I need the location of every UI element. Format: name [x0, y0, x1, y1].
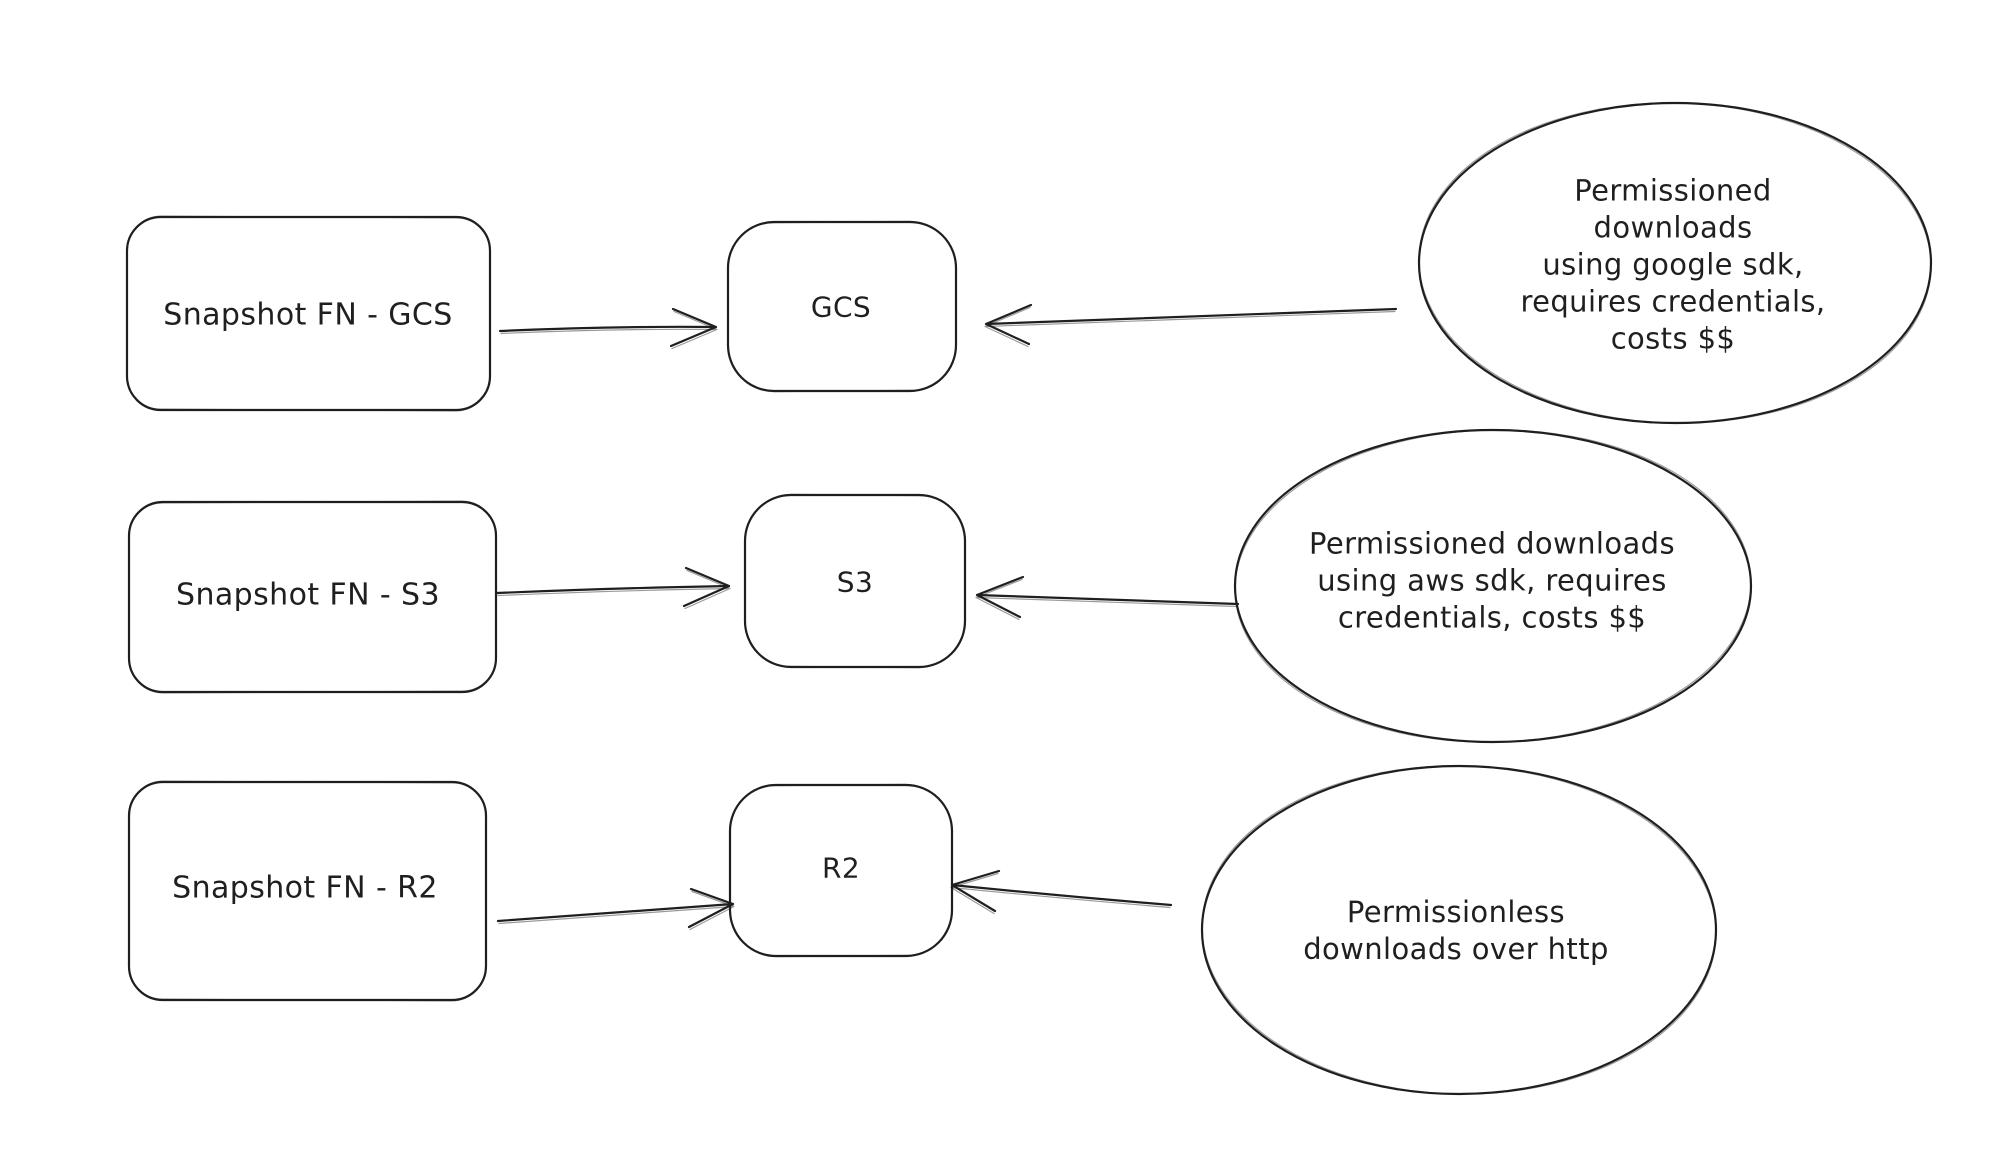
- arrow-note-to-gcs: [984, 303, 1398, 348]
- note-permissioned-downloads-gcs: Permissioned downloads using google sdk,…: [1520, 173, 1826, 356]
- note-permissionless-downloads-r2: Permissionless downloads over http: [1303, 895, 1609, 966]
- arrow-snapshot-s3-to-s3: [495, 566, 731, 610]
- arrow-snapshot-gcs-to-gcs: [498, 307, 718, 350]
- node-snapshot-fn-gcs-label: Snapshot FN - GCS: [163, 297, 453, 333]
- node-r2-label: R2: [821, 851, 861, 885]
- node-s3-label: S3: [836, 565, 874, 599]
- note-permissioned-downloads-s3: Permissioned downloads using aws sdk, re…: [1308, 526, 1676, 635]
- node-snapshot-fn-r2-label: Snapshot FN - R2: [172, 870, 438, 906]
- arrow-note-to-s3: [975, 575, 1240, 621]
- node-gcs-label: GCS: [810, 290, 872, 324]
- node-snapshot-fn-s3-label: Snapshot FN - S3: [176, 577, 440, 613]
- arrow-note-to-r2: [950, 869, 1173, 915]
- arrow-snapshot-r2-to-r2: [496, 887, 735, 931]
